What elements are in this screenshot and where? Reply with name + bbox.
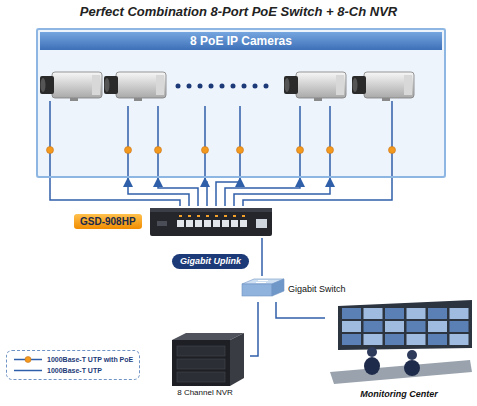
panel-heading: 8 PoE IP Cameras bbox=[40, 32, 442, 50]
legend-entry: 1000Base-T UTP bbox=[13, 365, 133, 376]
device-label: Gigabit Switch bbox=[288, 283, 363, 295]
ellipsis-dots bbox=[176, 84, 269, 89]
device-label: Monitoring Center bbox=[325, 388, 473, 400]
ip-camera bbox=[352, 72, 414, 101]
connector bbox=[216, 178, 240, 206]
legend-box: 1000Base-T UTP with PoE 1000Base-T UTP bbox=[6, 350, 140, 380]
connector bbox=[234, 178, 330, 206]
nvr-unit bbox=[172, 333, 244, 386]
ip-camera bbox=[40, 72, 102, 101]
connector bbox=[250, 302, 258, 356]
panel-ground bbox=[36, 28, 446, 178]
legend-text: 1000Base-T UTP with PoE bbox=[47, 356, 133, 363]
poe-switch-node: GSD-908HP bbox=[70, 206, 275, 238]
uplink-label: Gigabit Uplink bbox=[172, 254, 249, 269]
legend-text: 1000Base-T UTP bbox=[47, 367, 102, 374]
diagram-title: Perfect Combination 8-Port PoE Switch + … bbox=[0, 0, 477, 20]
camera-wire bbox=[50, 101, 392, 178]
ip-camera bbox=[104, 72, 166, 101]
monitoring-illustration bbox=[330, 300, 472, 384]
ip-camera bbox=[284, 72, 346, 101]
monitoring-node: Monitoring Center bbox=[325, 300, 473, 404]
device-label: 8 Channel NVR bbox=[160, 388, 250, 398]
legend-entry: 1000Base-T UTP with PoE bbox=[13, 354, 133, 365]
uplink-pill: Gigabit Uplink bbox=[172, 254, 249, 269]
connector bbox=[158, 178, 198, 206]
connector bbox=[50, 178, 180, 206]
poe-switch bbox=[150, 208, 272, 236]
poe-marker bbox=[47, 147, 396, 154]
gigabit-switch-icon bbox=[242, 279, 284, 296]
connector bbox=[225, 178, 300, 206]
legend-line-sample bbox=[13, 355, 43, 364]
camera-panel: 8 PoE IP Cameras bbox=[36, 28, 446, 178]
model-label: GSD-908HP bbox=[74, 214, 142, 229]
gigabit-switch-node: Gigabit Switch bbox=[238, 276, 363, 302]
legend-poe-marker bbox=[25, 357, 31, 363]
connector bbox=[205, 178, 207, 206]
connector bbox=[243, 178, 392, 206]
nvr-node: 8 Channel NVR bbox=[160, 330, 250, 402]
connector bbox=[261, 238, 263, 276]
connector bbox=[276, 302, 325, 318]
legend-line bbox=[14, 370, 42, 372]
legend-line-sample bbox=[13, 366, 43, 375]
